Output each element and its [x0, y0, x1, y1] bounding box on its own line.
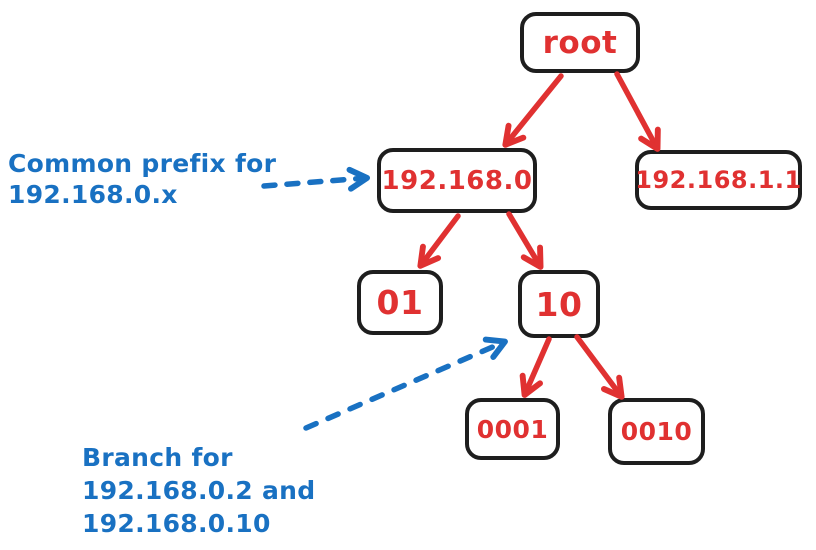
node-prefix-192-168-0: 192.168.0: [377, 148, 537, 213]
edge-root-to-prefix: [502, 73, 564, 148]
edge-prefix-to-10: [506, 211, 544, 270]
node-leaf-192-168-1-1: 192.168.1.1: [635, 150, 802, 210]
annotation-branch-line-2: 192.168.0.2 and: [82, 476, 316, 505]
annotation-common-prefix-line-1: Common prefix for: [8, 149, 277, 178]
node-leaf-0001: 0001: [465, 398, 560, 460]
node-root: root: [520, 12, 640, 73]
edge-prefix-to-01: [417, 213, 461, 269]
annotation-common-prefix: Common prefix for 192.168.0.x: [8, 148, 276, 210]
node-leaf-192-168-1-1-label: 192.168.1.1: [635, 166, 802, 194]
node-branch-01-label: 01: [376, 283, 424, 322]
node-root-label: root: [542, 24, 618, 61]
edge-10-to-0001: [519, 336, 552, 398]
annotation-branch: Branch for 192.168.0.2 and 192.168.0.10: [82, 441, 315, 540]
annotation-branch-line-1: Branch for: [82, 443, 233, 472]
annotation-branch-line-3: 192.168.0.10: [82, 509, 271, 538]
node-branch-10: 10: [518, 270, 600, 338]
edge-root-to-192-168-1-1: [614, 71, 661, 152]
node-branch-10-label: 10: [535, 284, 583, 324]
node-leaf-0001-label: 0001: [476, 414, 549, 444]
node-leaf-0010: 0010: [608, 398, 705, 465]
node-leaf-0010-label: 0010: [620, 417, 693, 446]
edge-10-to-0010: [574, 334, 625, 400]
annotation-common-prefix-line-2: 192.168.0.x: [8, 180, 178, 209]
node-prefix-label: 192.168.0: [381, 165, 533, 196]
node-branch-01: 01: [357, 270, 443, 335]
annotation-arrow-common-prefix: [261, 166, 371, 192]
